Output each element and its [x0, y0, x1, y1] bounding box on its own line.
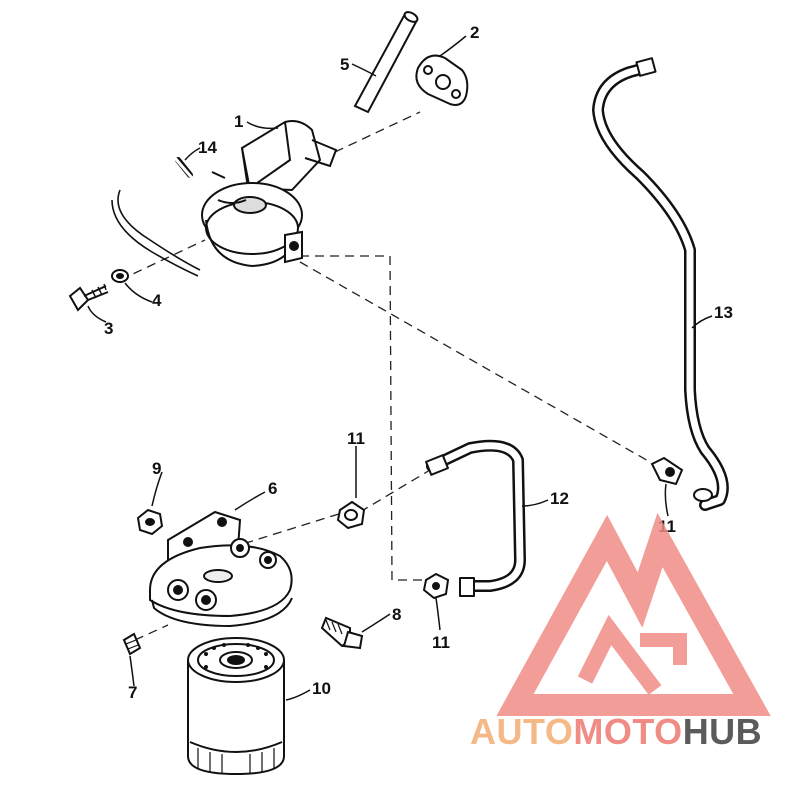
- filter-bracket-part-6: [149, 510, 293, 628]
- fuel-line-part-13: [592, 57, 729, 511]
- callout-13: 13: [714, 303, 733, 322]
- svg-text:AUTOMOTOHUB: AUTOMOTOHUB: [470, 711, 762, 752]
- bolt-part-8: [320, 616, 364, 650]
- callout-10: 10: [312, 679, 331, 698]
- callout-1: 1: [234, 112, 243, 131]
- watermark-text: AUTOMOTOHUB: [470, 711, 762, 752]
- watermark-part-auto: AUTO: [470, 711, 573, 752]
- callout-4: 4: [152, 291, 162, 310]
- dash-fitting-to-line12: [359, 469, 431, 513]
- fitting-part-11-lower: [422, 572, 450, 600]
- callout-6: 6: [268, 479, 277, 498]
- vent-hose-part-14: [111, 157, 201, 277]
- watermark-logo: [496, 512, 771, 716]
- hose-part-5: [353, 11, 419, 114]
- watermark-triangle-icon: [496, 512, 771, 716]
- dash-plug: [134, 624, 169, 641]
- callout-7: 7: [128, 683, 137, 702]
- callout-8: 8: [392, 605, 401, 624]
- callout-11-middle: 11: [347, 429, 365, 448]
- watermark-part-moto: MOTO: [573, 711, 682, 752]
- dash-filter-to-fitting: [229, 511, 346, 549]
- callout-9: 9: [152, 459, 161, 478]
- dash-pump-to-gasket: [334, 111, 421, 153]
- fuel-pump-part-1: [201, 120, 338, 268]
- dash-pump-to-line: [299, 261, 651, 463]
- plug-part-7: [122, 632, 142, 656]
- dash-pump-to-fitting: [300, 255, 428, 581]
- callout-5: 5: [340, 55, 349, 74]
- callout-3: 3: [104, 319, 113, 338]
- callout-14: 14: [198, 138, 217, 157]
- callout-12: 12: [550, 489, 569, 508]
- leader-lines: [87, 35, 713, 701]
- fitting-part-11-middle: [336, 500, 366, 530]
- watermark-part-hub: HUB: [683, 711, 763, 752]
- assembly-lines: [119, 111, 651, 641]
- dash-bolt-to-pump: [119, 239, 206, 281]
- washer-part-4: [111, 269, 129, 283]
- fuel-filter-part-10: [187, 637, 285, 776]
- bolt-part-3: [68, 283, 109, 312]
- nut-part-9: [136, 508, 164, 536]
- gasket-part-2: [415, 54, 469, 106]
- fuel-line-part-12: [425, 439, 526, 597]
- fitting-part-11-right: [650, 456, 684, 486]
- callout-labels: 1 2 3 4 5 6 7 8 9 10 11 11 11 12 13 14: [104, 23, 733, 702]
- callout-2: 2: [470, 23, 479, 42]
- callout-11-lower: 11: [432, 633, 450, 652]
